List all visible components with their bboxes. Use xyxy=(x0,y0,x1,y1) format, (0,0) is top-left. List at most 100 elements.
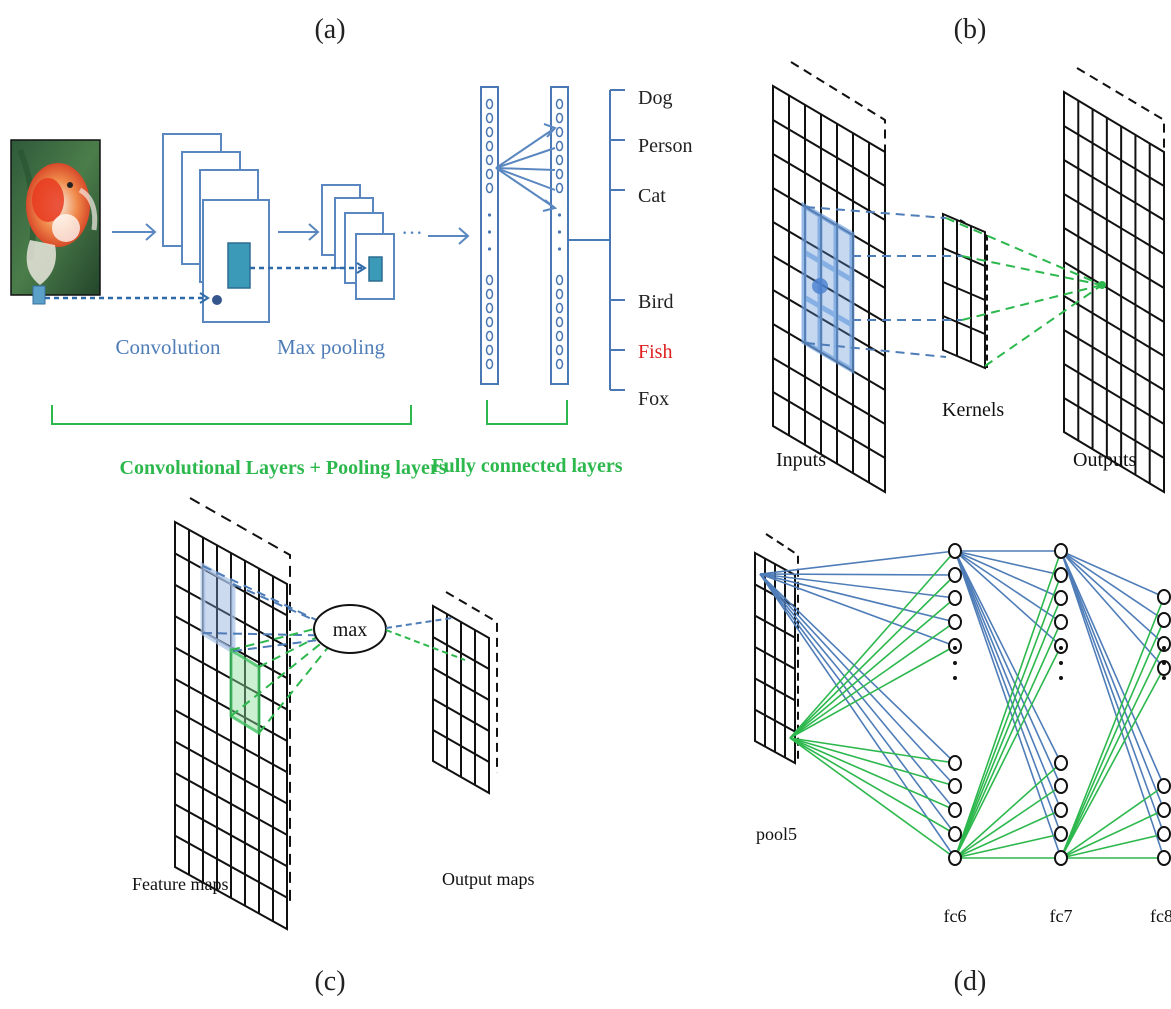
output-grid-row-line xyxy=(1063,329,1165,391)
output-grid-row-line xyxy=(1063,159,1165,221)
fc-node xyxy=(555,288,564,300)
fc-neuron xyxy=(1054,590,1068,606)
pool-patch xyxy=(368,256,383,282)
input-receptive-field xyxy=(801,201,855,375)
fc-neuron xyxy=(948,543,962,559)
fc-neuron xyxy=(948,826,962,842)
fc-neuron xyxy=(948,590,962,606)
conn-blue xyxy=(759,573,956,647)
input-grid-row-line xyxy=(772,255,886,323)
conn-green xyxy=(789,597,956,739)
pool5-grid-row-line xyxy=(754,677,796,702)
panel-a-label: (a) xyxy=(314,14,345,45)
panel-c-label: (c) xyxy=(314,966,345,997)
conn-blue xyxy=(954,550,1062,599)
fc-node xyxy=(485,182,494,194)
conn-blue xyxy=(954,550,1062,576)
conv-neuron-dot xyxy=(212,295,222,305)
conn-green xyxy=(1060,643,1165,859)
kernel-to-output-lines xyxy=(945,217,1103,367)
input-grid-row-line xyxy=(772,289,886,357)
output-neuron-dot xyxy=(1098,281,1106,289)
input-to-kernel-lines xyxy=(805,206,962,358)
fc-neuron xyxy=(948,614,962,630)
panel-a: (a) Co xyxy=(10,14,692,479)
fc-neuron xyxy=(948,802,962,818)
kernel-grid-row-line xyxy=(942,281,986,301)
fc-neuron xyxy=(1157,802,1171,818)
class-cat: Cat xyxy=(638,185,666,207)
conn-green xyxy=(789,574,956,739)
output-grid-row-line xyxy=(1063,363,1165,425)
fc8-label: fc8 xyxy=(1150,906,1171,926)
fc-node xyxy=(485,316,494,328)
conn-green xyxy=(954,785,1062,859)
conn-green xyxy=(789,550,956,739)
max-label: max xyxy=(333,619,367,641)
conn-green xyxy=(954,809,1062,859)
class-fox: Fox xyxy=(638,388,669,410)
feature-grid-row-line xyxy=(174,709,288,774)
conn-blue xyxy=(954,550,1062,811)
output-map-back-sheet xyxy=(445,591,498,773)
conv-pool-bracket xyxy=(51,405,412,425)
output-grid-row-line xyxy=(1063,295,1165,357)
conn-green xyxy=(954,645,1062,859)
conn-green xyxy=(954,833,1062,859)
conn-blue xyxy=(759,573,956,764)
conn-blue xyxy=(1060,550,1165,787)
conn-blue xyxy=(759,573,956,835)
output-back-sheet xyxy=(1076,67,1165,460)
convolution-label: Convolution xyxy=(115,335,221,359)
blue-pool-region xyxy=(200,561,236,656)
feature-grid-row-line xyxy=(174,803,288,868)
fc-neuron xyxy=(1157,589,1171,605)
fc-neuron xyxy=(1054,850,1068,866)
fc-neuron xyxy=(1054,755,1068,771)
conn-blue xyxy=(1060,550,1165,669)
arrow-to-conv xyxy=(112,223,157,241)
conn-blue xyxy=(954,550,1062,647)
conn-green xyxy=(789,737,956,787)
conn-blue xyxy=(954,550,1062,835)
conn-green xyxy=(954,574,1062,859)
input-grid-row-line xyxy=(772,391,886,459)
output-map-grid-row-line xyxy=(432,636,490,670)
continuation-ellipsis: ··· xyxy=(401,220,423,245)
output-grid-row-line xyxy=(1063,261,1165,323)
max-to-output-lines xyxy=(385,617,466,661)
fc-node xyxy=(555,302,564,314)
conn-green xyxy=(954,762,1062,859)
fc-neuron xyxy=(1157,826,1171,842)
outputs-label: Outputs xyxy=(1073,449,1137,471)
fc-ellipsis-dot xyxy=(487,213,492,217)
conn-green xyxy=(789,621,956,739)
conn-green xyxy=(789,737,956,859)
fc-node xyxy=(485,302,494,314)
conn-green xyxy=(954,550,1062,859)
conv-feature-maps xyxy=(162,133,270,323)
conn-green xyxy=(1060,596,1165,859)
conn-green xyxy=(1060,667,1165,859)
conn-blue xyxy=(759,573,956,811)
fc-neuron xyxy=(948,778,962,794)
pool5-grid-row-line xyxy=(754,708,796,733)
panel-b: (b) xyxy=(772,14,1165,494)
fc-neuron xyxy=(1054,826,1068,842)
output-grid xyxy=(1063,90,1165,494)
fc-neuron xyxy=(948,755,962,771)
fc-node xyxy=(555,98,564,110)
fc-node xyxy=(485,288,494,300)
panel-d: pool5 fc6 fc7 fc8 (d) xyxy=(754,533,1171,997)
feature-grid-row-line xyxy=(174,740,288,805)
fc-node xyxy=(555,182,564,194)
fc-ellipsis-dot xyxy=(557,230,562,234)
fc-neuron xyxy=(1054,614,1068,630)
fc-neuron xyxy=(1054,543,1068,559)
arrow-to-fc xyxy=(428,227,470,245)
conv-patch xyxy=(227,242,251,289)
fc-node xyxy=(555,140,564,152)
conn-green xyxy=(954,597,1062,859)
conn-blue xyxy=(1060,550,1165,645)
